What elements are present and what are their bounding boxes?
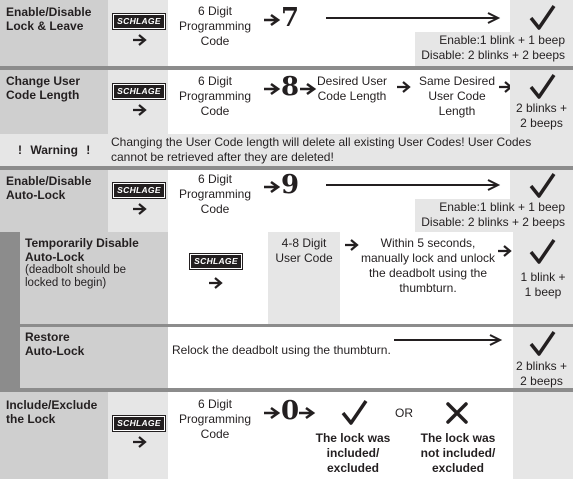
digit-key: 8 [281, 72, 300, 102]
arrow-right-icon [264, 13, 281, 27]
schlage-logo: SCHLAGE [112, 182, 166, 199]
title-panel [0, 0, 108, 66]
arrow-down-right-icon [209, 277, 223, 289]
result-panel [415, 199, 573, 232]
result-text: Enable:1 blink + 1 beep Disable: 2 blink… [421, 33, 565, 62]
arrow-right-icon [498, 245, 512, 257]
arrow-down-right-icon [133, 436, 147, 448]
result-panel [513, 392, 573, 479]
check-icon [529, 239, 556, 264]
check-panel [510, 70, 573, 134]
warning-text: Changing the User Code length will delet… [111, 135, 532, 164]
row-title: Enable/Disable Auto-Lock [6, 174, 92, 202]
restore-instruction: Relock the deadbolt using the thumbturn. [172, 343, 391, 357]
logo-panel [108, 70, 168, 134]
result-text: 1 blink + 1 beep [520, 270, 566, 299]
check-icon [529, 74, 556, 99]
warning-icon: ! [86, 143, 91, 157]
separator [0, 66, 573, 70]
title-panel [0, 70, 108, 134]
included-result: The lock was included/ excluded [315, 431, 391, 475]
separator [0, 166, 573, 170]
check-icon [529, 331, 556, 356]
result-text: 2 blinks + 2 beeps [515, 359, 568, 388]
row-title: Enable/Disable Lock & Leave [6, 5, 92, 33]
check-panel [513, 327, 573, 388]
title-panel [20, 232, 168, 324]
arrow-right-icon [264, 82, 281, 96]
result-text: Enable:1 blink + 1 beep Disable: 2 blink… [421, 200, 565, 229]
arrow-right-icon [397, 81, 411, 93]
logo-panel [108, 170, 168, 232]
warning-label: ! Warning ! [18, 143, 91, 157]
user-code-panel [268, 232, 340, 324]
row-title: Temporarily Disable Auto-Lock (deadbolt … [25, 236, 139, 289]
digit-key: 9 [281, 170, 300, 200]
programming-code-label: 6 Digit Programming Code [178, 74, 252, 118]
title-panel [0, 170, 108, 232]
or-label: OR [395, 406, 413, 420]
warning-icon: ! [18, 143, 22, 157]
schlage-logo: SCHLAGE [112, 13, 166, 30]
desired-length-label: Desired User Code Length [316, 74, 388, 103]
result-text: 2 blinks + 2 beeps [515, 101, 568, 130]
row-title: Include/Exclude the Lock [6, 398, 98, 426]
thumbturn-instruction: Within 5 seconds, manually lock and unlo… [360, 236, 496, 295]
confirm-length-label: Same Desired User Code Length [418, 74, 496, 118]
user-code-label: 4-8 Digit User Code [275, 236, 333, 265]
logo-panel [108, 0, 168, 66]
not-included-result: The lock was not included/ excluded [420, 431, 496, 475]
warning-background [0, 134, 573, 166]
logo-panel [168, 232, 268, 324]
digit-key: 0 [281, 396, 300, 426]
separator [0, 388, 573, 392]
title-panel [20, 327, 168, 388]
arrow-down-right-icon [133, 104, 147, 116]
digit-key: 7 [281, 3, 300, 33]
arrow-right-icon [264, 180, 281, 194]
check-icon [529, 5, 556, 30]
check-icon [341, 400, 368, 425]
arrow-right-icon [264, 406, 281, 420]
schlage-logo: SCHLAGE [189, 253, 243, 270]
schlage-logo: SCHLAGE [112, 83, 166, 100]
programming-code-label: 6 Digit Programming Code [178, 4, 252, 48]
indent-strip [0, 232, 20, 388]
long-arrow-icon [394, 334, 503, 346]
programming-code-label: 6 Digit Programming Code [178, 172, 252, 216]
check-icon [529, 173, 556, 198]
arrow-right-icon [299, 406, 316, 420]
row-title: Change User Code Length [6, 74, 81, 102]
arrow-right-icon [300, 82, 317, 96]
arrow-down-right-icon [133, 203, 147, 215]
separator [20, 324, 573, 327]
check-panel [513, 232, 573, 324]
programming-code-label: 6 Digit Programming Code [178, 397, 252, 441]
logo-panel [108, 392, 168, 479]
arrow-down-right-icon [133, 34, 147, 46]
schlage-logo: SCHLAGE [112, 415, 166, 432]
x-icon [446, 402, 468, 424]
arrow-right-icon [345, 239, 359, 251]
check-panel [510, 0, 573, 34]
title-panel [0, 392, 108, 479]
result-panel [415, 32, 573, 66]
long-arrow-icon [326, 12, 501, 24]
row-title: Restore Auto-Lock [25, 330, 85, 358]
long-arrow-icon [326, 179, 501, 191]
